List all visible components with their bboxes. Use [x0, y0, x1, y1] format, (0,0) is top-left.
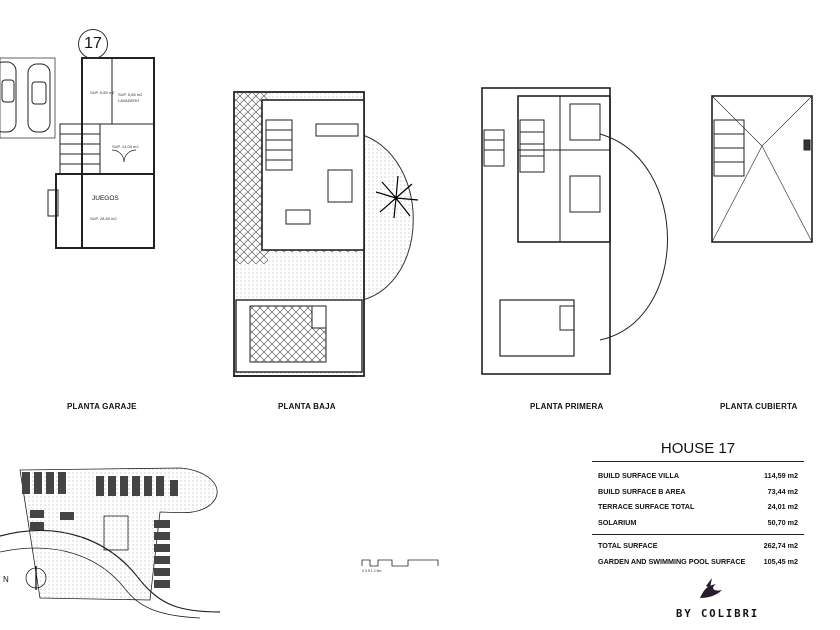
plan-roof — [711, 95, 813, 243]
label-planta-baja: PLANTA BAJA — [278, 402, 336, 411]
palm-tree-icon — [375, 175, 419, 219]
room-label-juegos: JUEGOS — [92, 195, 119, 202]
house-number-badge: 17 — [78, 29, 108, 59]
table-title: HOUSE 17 — [592, 440, 804, 462]
svg-text:SUP. 5,85 m2: SUP. 5,85 m2 — [118, 92, 143, 97]
label-planta-primera: PLANTA PRIMERA — [530, 402, 604, 411]
svg-text:SUP. 14,00 m2: SUP. 14,00 m2 — [112, 144, 139, 149]
svg-text:0 0.5 1 2: 0 0.5 1 2 5m — [362, 569, 382, 573]
scale-bar: 0 0.5 1 2 5m — [361, 559, 439, 573]
colibri-logo-icon — [700, 578, 722, 598]
label-planta-cubierta: PLANTA CUBIERTA — [720, 402, 798, 411]
brand-text: BY COLIBRI — [676, 608, 760, 620]
north-arrow-label: N — [3, 575, 9, 584]
site-map — [0, 467, 221, 619]
plan-ground-floor — [233, 91, 419, 377]
svg-text:SUP. 5,85 m2: SUP. 5,85 m2 — [90, 90, 115, 95]
label-planta-garaje: PLANTA GARAJE — [67, 402, 137, 411]
plan-garage: SUP. 5,85 m2 SUP. 5,85 m2 LAVADERO SUP. … — [0, 57, 155, 249]
plan-first-floor — [481, 87, 668, 375]
svg-text:LAVADERO: LAVADERO — [118, 98, 139, 103]
svg-text:SUP. 28,60 m2: SUP. 28,60 m2 — [90, 216, 117, 221]
